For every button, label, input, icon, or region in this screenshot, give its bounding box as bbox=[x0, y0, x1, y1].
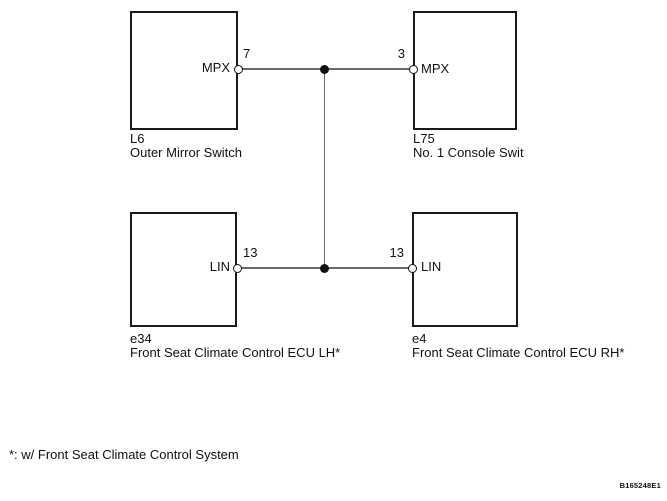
pin-connector-icon bbox=[233, 64, 243, 74]
component-code: e4 bbox=[412, 331, 427, 346]
component-box bbox=[413, 11, 517, 130]
pin-number: 3 bbox=[397, 46, 405, 61]
port-label: LIN bbox=[421, 259, 442, 274]
component-box bbox=[130, 11, 238, 130]
junction-dot-bottom bbox=[319, 263, 329, 273]
component-code: L6 bbox=[130, 131, 145, 146]
reference-code: B165248E1 bbox=[619, 481, 661, 490]
component-name: Front Seat Climate Control ECU LH* bbox=[130, 345, 341, 360]
component-box bbox=[130, 212, 237, 327]
footnote: *: w/ Front Seat Climate Control System bbox=[9, 447, 239, 462]
junction-dot-top bbox=[319, 64, 329, 74]
component-name: Front Seat Climate Control ECU RH* bbox=[412, 345, 625, 360]
component-code: e34 bbox=[130, 331, 152, 346]
pin-number: 13 bbox=[243, 245, 258, 260]
component-code: L75 bbox=[413, 131, 435, 146]
pin-connector-icon bbox=[408, 64, 418, 74]
pin-connector-icon bbox=[407, 263, 417, 273]
port-label: MPX bbox=[201, 60, 230, 75]
pin-number: 7 bbox=[243, 46, 251, 61]
port-label: MPX bbox=[421, 61, 450, 76]
pin-number: 13 bbox=[389, 245, 404, 260]
wire-vertical-bus bbox=[323, 69, 325, 268]
component-box bbox=[412, 212, 518, 327]
pin-connector-icon bbox=[232, 263, 242, 273]
component-name: Outer Mirror Switch bbox=[130, 145, 242, 160]
port-label: LIN bbox=[209, 259, 230, 274]
component-name: No. 1 Console Swit bbox=[413, 145, 524, 160]
